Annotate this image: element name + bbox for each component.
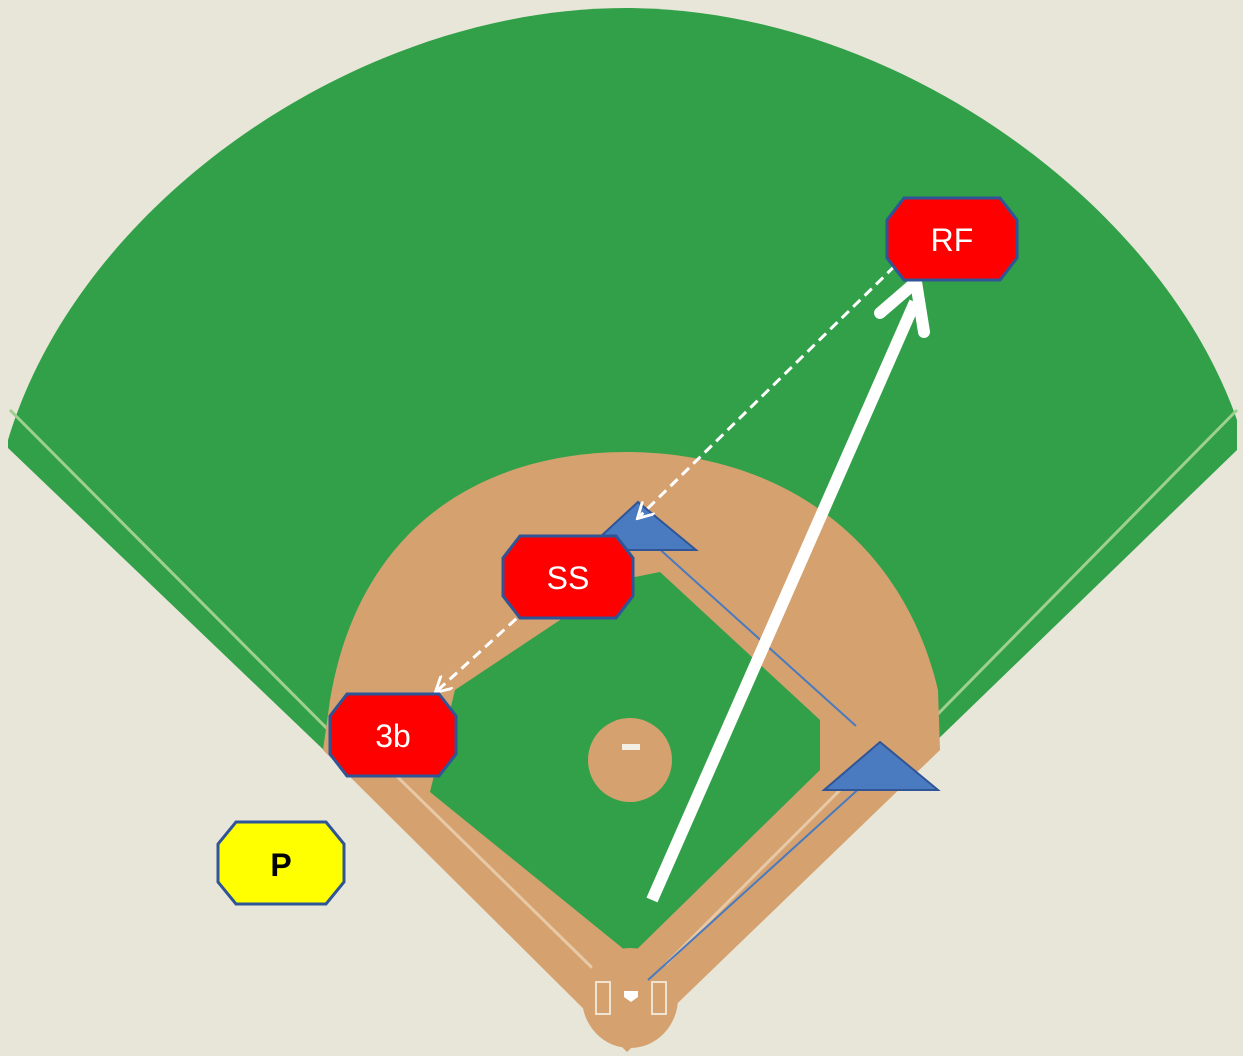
pitchers-mound [588,718,672,802]
player-label-rf: RF [931,222,974,258]
player-3b: 3b [330,694,456,776]
player-label-p: P [270,847,291,883]
player-label-3b: 3b [375,718,411,754]
player-label-ss: SS [547,560,590,596]
player-p: P [218,822,344,904]
player-ss: SS [503,536,633,618]
pitchers-rubber [622,744,640,750]
player-rf: RF [887,198,1017,280]
